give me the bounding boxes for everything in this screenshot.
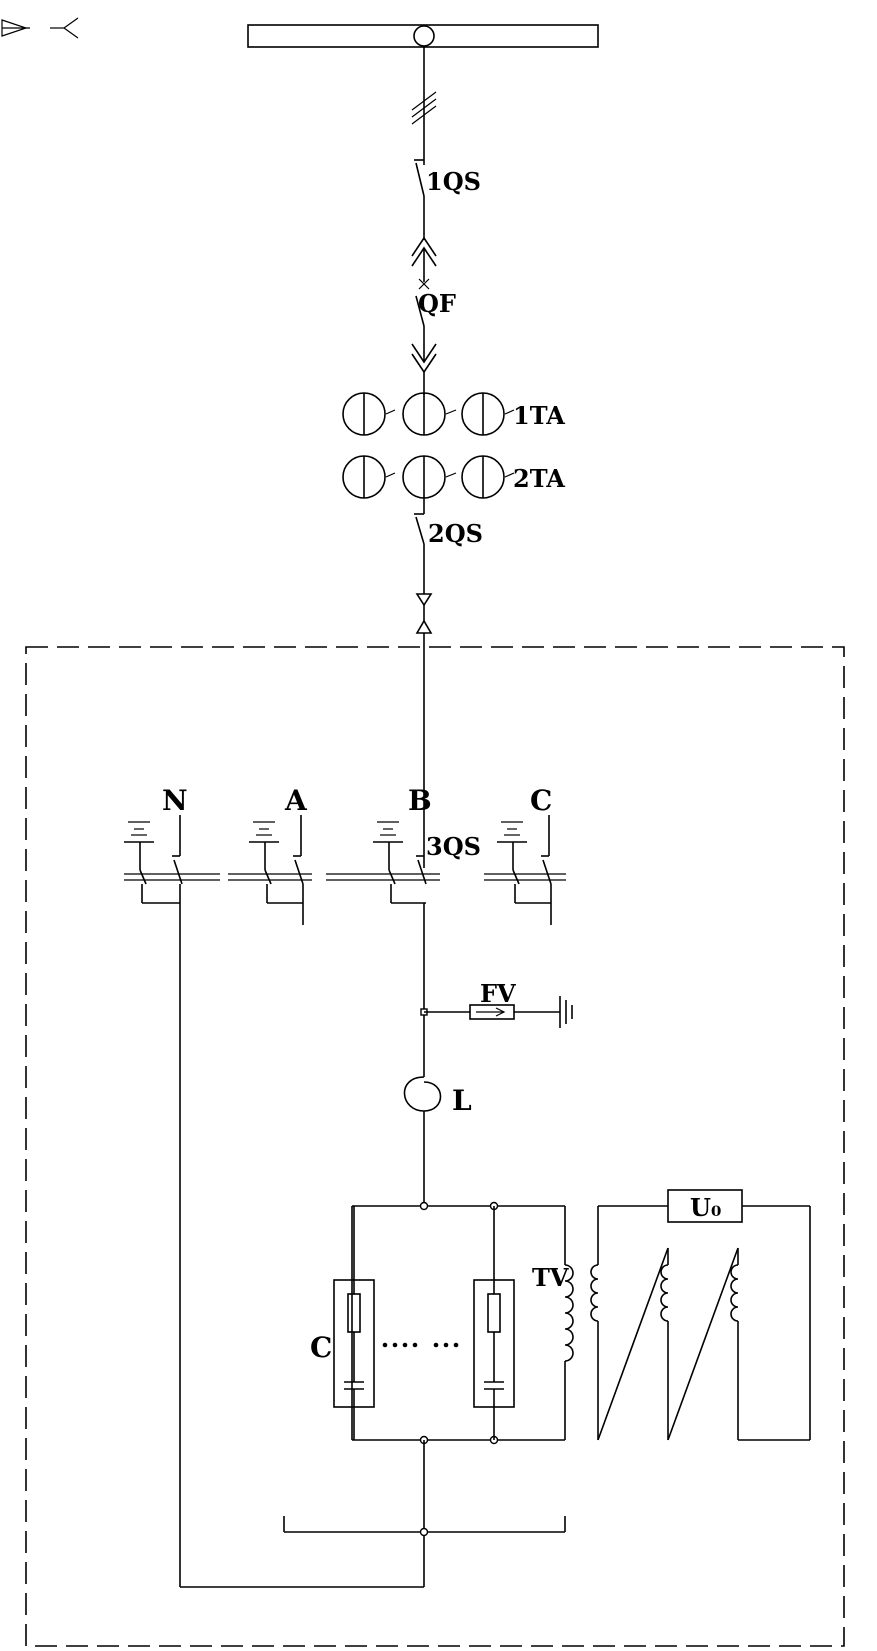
capacitor-unit-n: [473, 1206, 515, 1440]
capacitor-unit-1: [333, 1206, 375, 1440]
label-phase-a: A: [284, 784, 308, 817]
grounding-bus-node: [419, 1527, 429, 1537]
withdrawable-contact-upper-icon: [411, 236, 437, 282]
label-phase-n: N: [162, 784, 188, 817]
label-1qs: 1QS: [426, 167, 481, 196]
label-phase-b: B: [408, 784, 432, 817]
label-u0: U₀: [690, 1193, 721, 1222]
label-tv: TV: [532, 1263, 569, 1292]
label-l: L: [452, 1084, 472, 1117]
busbar: [247, 24, 599, 48]
capacitor-ellipsis-dots: [382, 1342, 459, 1348]
busbar-connection-node: [413, 25, 435, 47]
tv-primary-winding: [564, 1264, 574, 1362]
current-transformer-2ta: [342, 455, 515, 499]
circuit-breaker-qf: [415, 278, 430, 362]
three-phase-marker-icon: [411, 91, 437, 125]
label-3qs: 3QS: [426, 832, 481, 861]
label-fv: FV: [480, 979, 516, 1008]
tv-secondary-windings: [590, 1205, 811, 1441]
label-2qs: 2QS: [428, 519, 483, 548]
plug-socket-legend-icon: [1, 17, 79, 39]
ground-icon: [559, 996, 573, 1028]
label-phase-c: C: [530, 784, 552, 817]
voltage-meter-u0: [667, 1189, 743, 1223]
reactor-l: [403, 1076, 442, 1112]
label-qf: QF: [418, 289, 456, 318]
disconnector-1qs: [414, 159, 425, 240]
surge-arrester-fv: [424, 1004, 560, 1020]
current-transformer-1ta: [342, 392, 515, 436]
disconnector-2qs: [414, 498, 425, 594]
equipment-enclosure: [25, 646, 845, 1647]
withdrawable-contact-lower-icon: [411, 343, 437, 395]
phase-switch-c: [497, 815, 552, 925]
switch-linkage: [124, 873, 566, 881]
phase-switch-n: [124, 815, 183, 904]
neutral-return-line: [179, 903, 424, 1588]
cable-plug-socket-icon: [415, 593, 433, 634]
label-1ta: 1TA: [513, 401, 565, 430]
cap-node-1: [419, 1201, 429, 1211]
phase-switch-a: [249, 815, 304, 925]
label-capacitor: C: [310, 1331, 332, 1364]
phase-switch-b: [373, 821, 427, 904]
label-2ta: 2TA: [513, 464, 565, 493]
